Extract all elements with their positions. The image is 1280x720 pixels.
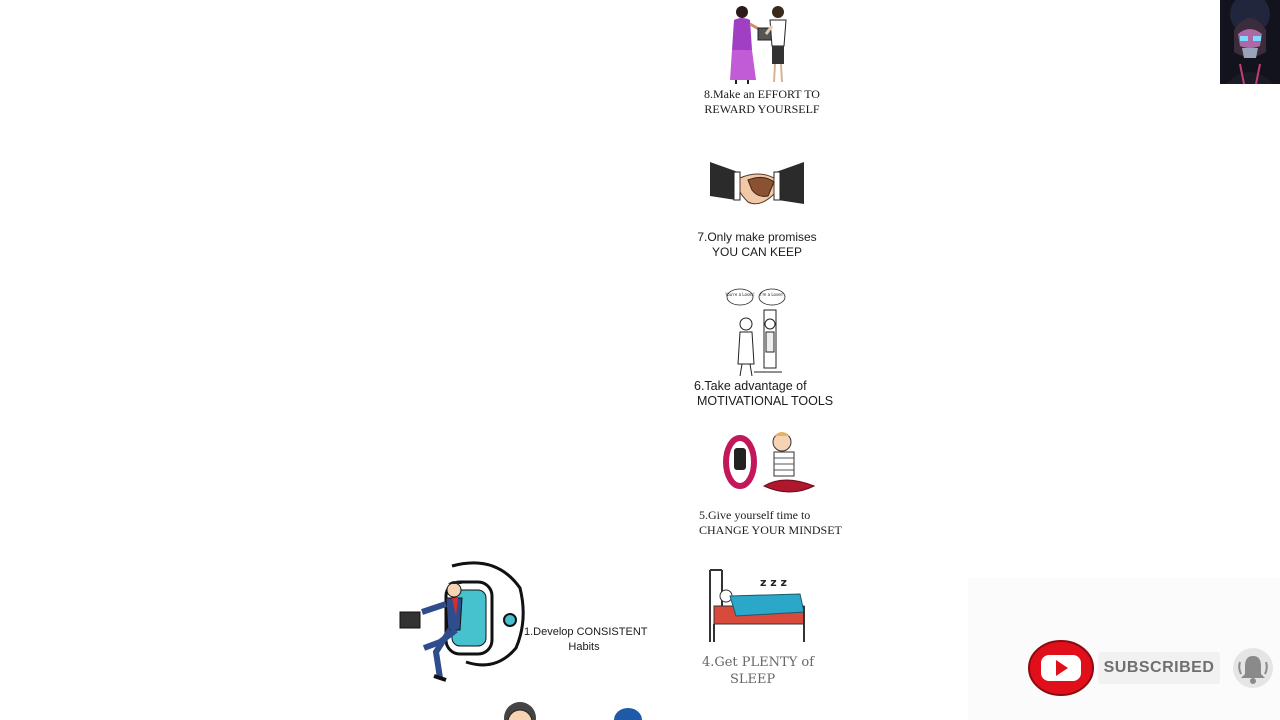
- bell-icon: [1238, 656, 1268, 684]
- speech-bubble-left: You're a Loser!: [724, 292, 754, 297]
- notification-bell-button[interactable]: [1233, 648, 1273, 688]
- person-head-icon: [504, 702, 536, 720]
- youtube-play-icon: [1028, 640, 1094, 696]
- step6-caption-line1: 6.Take advantage of: [694, 379, 807, 393]
- women-exchanging-gift-icon: [730, 6, 787, 84]
- blue-cap-icon: [614, 708, 642, 720]
- masked-character-avatar-icon: [1220, 0, 1280, 84]
- man-at-mirror-icon: You're a Loser! I'm a Loser!: [724, 288, 786, 376]
- step5-caption: 5.Give yourself time to CHANGE YOUR MIND…: [696, 508, 846, 538]
- step1-caption: 1.Develop CONSISTENT Habits: [524, 625, 648, 655]
- step8-illustration: [722, 2, 794, 84]
- step4-caption-line2: SLEEP: [730, 672, 776, 687]
- step6-illustration: You're a Loser! I'm a Loser!: [724, 288, 790, 376]
- step4-illustration: z z z: [706, 566, 810, 648]
- youtube-logo-button[interactable]: [1028, 640, 1094, 696]
- sleeping-bed-icon: z z z: [709, 569, 805, 642]
- subscribe-overlay-background: [968, 578, 1280, 720]
- subscribed-button[interactable]: SUBSCRIBED: [1098, 652, 1220, 684]
- handshake-icon: [710, 162, 804, 205]
- partial-head-illustration: [500, 698, 544, 720]
- step7-caption-line2: YOU CAN KEEP: [711, 245, 803, 259]
- step8-caption: 8.Make an EFFORT TO REWARD YOURSELF: [690, 87, 834, 117]
- step7-caption: 7.Only make promises YOU CAN KEEP: [690, 230, 824, 260]
- step6-caption-line2: MOTIVATIONAL TOOLS: [697, 394, 834, 408]
- step6-caption: 6.Take advantage of MOTIVATIONAL TOOLS: [688, 379, 834, 409]
- corner-avatar: [1220, 0, 1280, 84]
- step7-caption-line1: 7.Only make promises: [697, 230, 817, 244]
- partial-blue-illustration: [612, 706, 644, 720]
- step4-caption: 4.Get PLENTY of SLEEP: [698, 654, 818, 688]
- zzz-label: z z z: [760, 576, 787, 589]
- businessman-smartwatch-icon: [399, 561, 525, 682]
- step1-illustration: [396, 560, 528, 682]
- speech-bubble-right: I'm a Loser!: [760, 292, 784, 297]
- step1-caption-line2: Habits: [568, 641, 600, 653]
- step7-illustration: [708, 156, 806, 212]
- step8-caption-line1: 8.Make an EFFORT TO: [704, 87, 820, 101]
- step5-illustration: [720, 428, 818, 500]
- step5-caption-line2: CHANGE YOUR MINDSET: [699, 523, 842, 537]
- step1-caption-line1: 1.Develop CONSISTENT: [524, 626, 648, 638]
- fitness-band-and-boy-icon: [723, 432, 816, 493]
- step4-caption-line1: 4.Get PLENTY of: [701, 655, 815, 670]
- step8-caption-line2: REWARD YOURSELF: [704, 102, 820, 116]
- step5-caption-line1: 5.Give yourself time to: [699, 508, 811, 522]
